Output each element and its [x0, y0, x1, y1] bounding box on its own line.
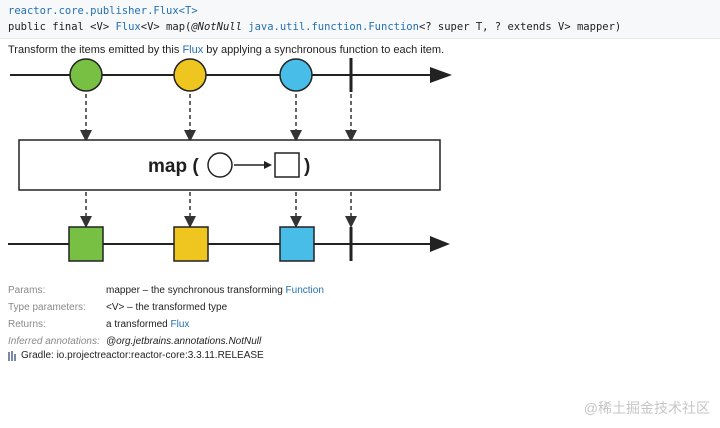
operator-close-paren: ): [304, 156, 310, 177]
type-params-label: Type parameters:: [8, 302, 86, 313]
inferred-annotations-label: Inferred annotations:: [8, 336, 100, 347]
operator-output-square: [274, 152, 300, 178]
source-item-blue: [279, 58, 313, 92]
method-signature: public final <V> Flux<V> map(@NotNull ja…: [8, 21, 621, 33]
signature-prefix: public final <V>: [8, 21, 116, 33]
function-type-link[interactable]: java.util.function.Function: [248, 21, 419, 33]
description-flux-link[interactable]: Flux: [182, 44, 204, 56]
operator-label: map (: [148, 156, 199, 177]
class-qualifier-link[interactable]: reactor.core.publisher.Flux<T>: [8, 5, 198, 17]
type-params-value: <V> – the transformed type: [106, 302, 228, 313]
flux-type-link[interactable]: Flux: [115, 21, 141, 33]
returns-label: Returns:: [8, 319, 46, 330]
description-text-before: Transform the items emitted by this: [8, 44, 183, 56]
notnull-annotation: @NotNull: [191, 21, 242, 33]
source-item-green: [69, 58, 103, 92]
result-item-blue: [279, 226, 315, 262]
returns-value: a transformed Flux: [106, 319, 189, 330]
params-text: mapper – the synchronous transforming: [106, 285, 286, 296]
watermark: @稀土掘金技术社区: [583, 400, 710, 416]
library-icon: [8, 350, 18, 361]
operator-input-circle: [207, 152, 233, 178]
params-value: mapper – the synchronous transforming Fu…: [106, 285, 324, 296]
source-item-yellow: [173, 58, 207, 92]
source-timeline-arrowhead: [430, 67, 452, 83]
returns-flux-link[interactable]: Flux: [170, 319, 190, 330]
signature-generic: <V> map(: [140, 21, 192, 33]
result-timeline-arrowhead: [430, 236, 450, 252]
result-item-yellow: [173, 226, 209, 262]
gradle-text: Gradle: io.projectreactor:reactor-core:3…: [21, 350, 264, 361]
result-item-green: [68, 226, 104, 262]
function-link[interactable]: Function: [285, 285, 324, 296]
inferred-annotations-value: @org.jetbrains.annotations.NotNull: [106, 336, 262, 347]
operator-mapping-arrowhead: [264, 161, 272, 169]
description-text-after: by applying a synchronous function to ea…: [203, 44, 445, 56]
method-description: Transform the items emitted by this Flux…: [8, 44, 444, 56]
marble-diagram: map ( ): [8, 58, 452, 262]
returns-text: a transformed: [106, 319, 171, 330]
doc-header: reactor.core.publisher.Flux<T> public fi…: [0, 0, 720, 39]
params-label: Params:: [8, 285, 46, 296]
gradle-source: Gradle: io.projectreactor:reactor-core:3…: [8, 350, 264, 361]
signature-suffix: <? super T, ? extends V> mapper): [418, 21, 622, 33]
